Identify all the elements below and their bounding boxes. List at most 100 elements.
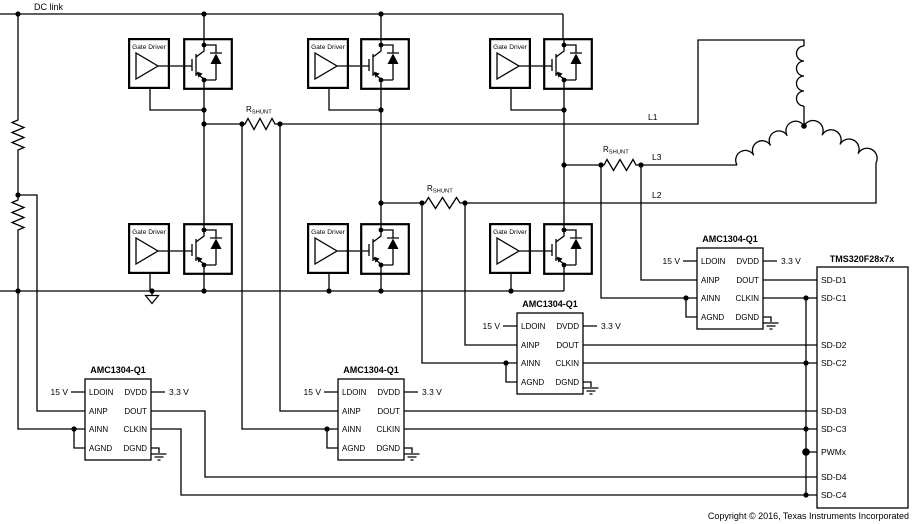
pwm-clock-node [802, 448, 810, 456]
amc-chip-4: AMC1304-Q1 LDOIN AINP AINN AGND DVDD DOU… [663, 234, 801, 330]
pin-label-ainn: AINN [342, 425, 361, 434]
mcu-title: TMS320F28x7x [830, 254, 895, 264]
gate-driver-label: Gate Driver [311, 229, 346, 236]
winding-c [803, 119, 878, 164]
igbt-bottom-1 [183, 223, 233, 277]
shunt-label: RSHUNT [603, 145, 629, 156]
dc-bus-wires [0, 13, 565, 292]
pin-label-agnd: AGND [342, 444, 365, 453]
winding-b [735, 120, 805, 166]
phase-l1-wire [280, 39, 805, 125]
igbt-top-3 [543, 38, 593, 92]
shunt-resistor-1: RSHUNT [204, 105, 280, 131]
bus-return-sense-wire [17, 291, 85, 430]
pin-label-sd-d3: SD-D3 [821, 406, 847, 416]
gate-driver-bottom-2: Gate Driver [307, 223, 349, 274]
pin-label-dvdd: DVDD [124, 388, 147, 397]
gate-driver-wires [149, 65, 564, 291]
pin-label-agnd: AGND [701, 313, 724, 322]
pin-label-dgnd: DGND [123, 444, 147, 453]
shunt-label: RSHUNT [427, 184, 453, 195]
gate-driver-bottom-3: Gate Driver [489, 223, 531, 274]
pin-label-ainn: AINN [701, 294, 720, 303]
gate-driver-top-3: Gate Driver [489, 38, 531, 89]
pin-label-ldoin: LDOIN [89, 388, 114, 397]
pin-label-ainp: AINP [342, 407, 361, 416]
sense-wires [241, 124, 697, 430]
gate-driver-label: Gate Driver [132, 44, 167, 51]
motor-star-point [801, 123, 807, 129]
pin-label-dvdd: DVDD [377, 388, 400, 397]
ground-icon [150, 453, 168, 461]
amc-chip-3: AMC1304-Q1 LDOIN AINP AINN AGND DVDD DOU… [483, 299, 621, 395]
pin-label-ldoin: LDOIN [521, 322, 546, 331]
shunt-resistor-2: RSHUNT [381, 184, 465, 210]
gate-driver-label: Gate Driver [311, 44, 346, 51]
pin-label-pwmx: PWMx [821, 447, 847, 457]
supply-3v3-label: 3.3 V [422, 387, 442, 397]
ground-icon [762, 322, 780, 330]
divider-resistor-top [10, 118, 26, 158]
pin-label-dgnd: DGND [376, 444, 400, 453]
supply-15v-label: 15 V [304, 387, 322, 397]
pin-label-dgnd: DGND [735, 313, 759, 322]
phase-label-l1: L1 [648, 112, 658, 122]
supply-15v-label: 15 V [483, 321, 501, 331]
pin-label-sd-c1: SD-C1 [821, 293, 847, 303]
junction-dots [15, 11, 810, 498]
pin-label-dvdd: DVDD [736, 257, 759, 266]
ground-icon [582, 387, 600, 395]
gate-driver-label: Gate Driver [132, 229, 167, 236]
phase-label-l2: L2 [652, 190, 662, 200]
ground-icon [403, 453, 421, 461]
pin-label-ainp: AINP [89, 407, 108, 416]
pin-label-sd-d1: SD-D1 [821, 275, 847, 285]
pin-label-sd-c4: SD-C4 [821, 490, 847, 500]
pin-label-clkin: CLKIN [123, 425, 147, 434]
pin-label-ainn: AINN [521, 359, 540, 368]
amc-title: AMC1304-Q1 [702, 234, 758, 244]
pin-label-ldoin: LDOIN [342, 388, 367, 397]
amc-title: AMC1304-Q1 [343, 365, 399, 375]
gate-driver-top-2: Gate Driver [307, 38, 349, 89]
pin-label-ldoin: LDOIN [701, 257, 726, 266]
pin-label-agnd: AGND [521, 378, 544, 387]
igbt-top-2 [360, 38, 410, 92]
pin-label-sd-d2: SD-D2 [821, 340, 847, 350]
igbt-top-1 [183, 38, 233, 92]
pin-label-clkin: CLKIN [735, 294, 759, 303]
mcu-chip: TMS320F28x7x SD-D1 SD-C1 SD-D2 SD-C2 SD-… [816, 254, 909, 509]
igbt-bottom-3 [543, 223, 593, 277]
supply-15v-label: 15 V [51, 387, 69, 397]
igbt-bottom-2 [360, 223, 410, 277]
clock-bus-wire [805, 298, 817, 495]
amc-title: AMC1304-Q1 [522, 299, 578, 309]
supply-3v3-label: 3.3 V [781, 256, 801, 266]
amc-title: AMC1304-Q1 [90, 365, 146, 375]
shunt-label: RSHUNT [246, 105, 272, 116]
supply-3v3-label: 3.3 V [601, 321, 621, 331]
shunt-resistor-3: RSHUNT [564, 145, 641, 172]
gate-driver-top-1: Gate Driver [128, 38, 170, 89]
dc-link-divider [10, 14, 85, 430]
pin-label-dout: DOUT [124, 407, 147, 416]
amc-chip-1: AMC1304-Q1 LDOIN AINP AINN AGND DVDD DOU… [51, 365, 189, 461]
amc-chip-2: AMC1304-Q1 LDOIN AINP AINN AGND DVDD DOU… [304, 365, 442, 461]
winding-a [795, 45, 805, 126]
pin-label-dout: DOUT [736, 276, 759, 285]
pin-label-dout: DOUT [377, 407, 400, 416]
divider-sense-wire [18, 194, 85, 412]
pin-label-clkin: CLKIN [555, 359, 579, 368]
pin-label-clkin: CLKIN [376, 425, 400, 434]
copyright-text: Copyright © 2016, Texas Instruments Inco… [708, 511, 909, 521]
pin-label-ainn: AINN [89, 425, 108, 434]
phase-label-l3: L3 [652, 152, 662, 162]
gate-driver-label: Gate Driver [493, 229, 528, 236]
gate-driver-label: Gate Driver [493, 44, 528, 51]
divider-resistor-bottom [10, 198, 26, 238]
pin-label-dout: DOUT [556, 341, 579, 350]
pin-label-agnd: AGND [89, 444, 112, 453]
pin-label-ainp: AINP [521, 341, 540, 350]
